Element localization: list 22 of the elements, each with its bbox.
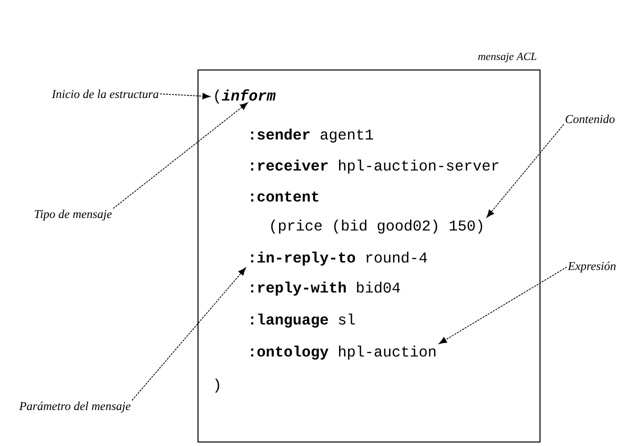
callout-label: Tipo de mensaje: [34, 210, 112, 221]
callout-label: Contenido: [566, 114, 615, 124]
code-bracket: ): [215, 378, 220, 393]
code-line: :in-reply-to round-4: [251, 252, 427, 266]
code-line: (price (bid good02) 150): [271, 220, 482, 234]
code-line: :reply-with bid04: [251, 282, 400, 296]
code-line: :ontology hpl-auction: [251, 346, 436, 360]
leader-arrow: [160, 92, 210, 100]
leader-arrow: [132, 268, 246, 401]
callout-label: Expresión: [568, 262, 616, 273]
message-type: inform: [222, 89, 276, 101]
code-line: :sender agent1: [251, 128, 373, 143]
code-line: :language sl: [251, 314, 355, 328]
code-bracket: (: [215, 90, 220, 104]
code-line: :receiver hpl-auction-server: [251, 160, 498, 174]
callout-label: Inicio de la estructura: [52, 90, 158, 98]
node-label: mensaje ACL: [478, 52, 536, 62]
leader-arrow: [486, 124, 564, 218]
callout-label: Parámetro del mensaje: [19, 402, 130, 413]
code-line: :content: [251, 192, 318, 202]
leader-arrow: [112, 102, 248, 209]
leader-arrow: [438, 266, 568, 344]
